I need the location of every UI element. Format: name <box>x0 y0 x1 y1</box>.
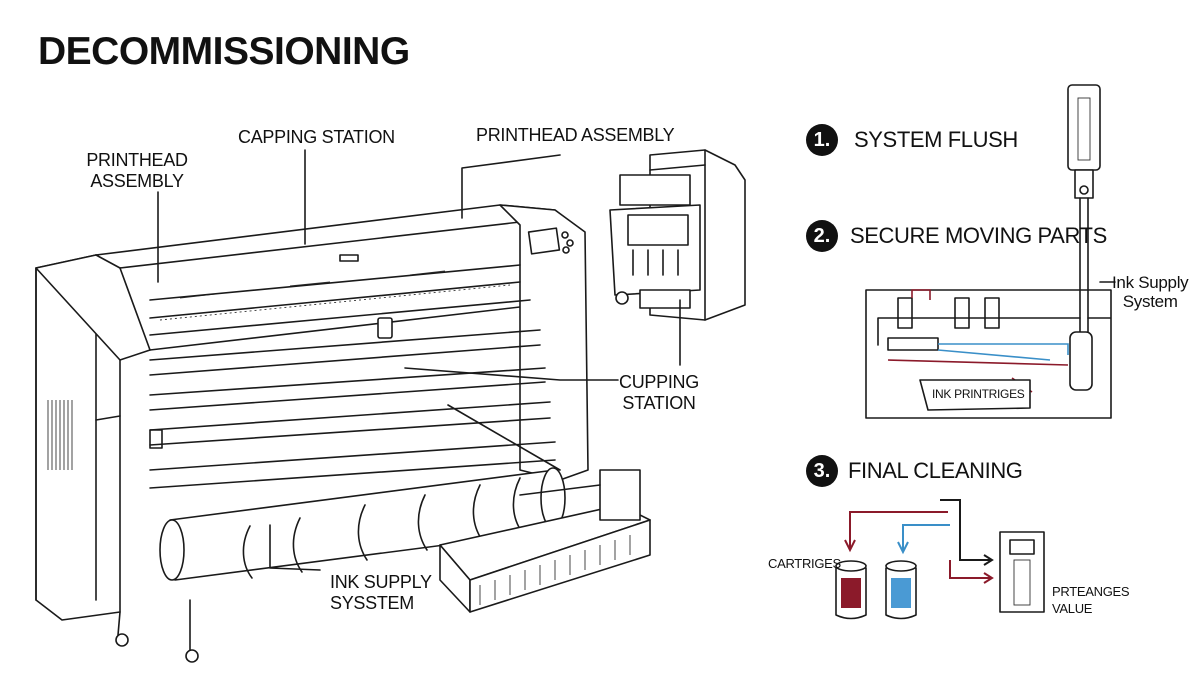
step-1-system-flush: 1. SYSTEM FLUSH <box>806 124 1018 156</box>
cartridges-label: CARTRIGES <box>768 556 841 571</box>
ink-supply-system-line2: SYSSTEM <box>330 593 414 613</box>
step-3-text: FINAL CLEANING <box>848 458 1023 483</box>
printhead-assembly-left-line1: PRINTHEAD <box>86 150 188 170</box>
cupping-station-label: CUPPING STATION <box>618 372 700 414</box>
cupping-station-line1: CUPPING <box>619 372 699 392</box>
step-2-secure-moving-parts: 2. SECURE MOVING PARTS <box>806 220 1107 252</box>
step-3-final-cleaning: 3. FINAL CLEANING <box>806 455 1023 487</box>
printhead-assembly-left-label: PRINTHEAD ASSEMBLY <box>72 150 202 192</box>
step-2-number: 2. <box>806 220 838 252</box>
ink-supply-small-line1: Ink Supply <box>1112 273 1189 292</box>
value-label-line1: PRTEANGES <box>1052 584 1130 599</box>
ink-supply-system-line1: INK SUPPLY <box>330 572 432 592</box>
value-label-line2: VALUE <box>1052 601 1093 616</box>
ink-supply-system-label: INK SUPPLY SYSSTEM <box>330 572 432 614</box>
page-title: DECOMMISSIONING <box>38 30 410 73</box>
cupping-station-line2: STATION <box>622 393 696 413</box>
ink-cartridges-box-label: INK PRINTRIGES <box>932 387 1025 401</box>
step-3-number: 3. <box>806 455 838 487</box>
value-label: PRTEANGES VALUE <box>1052 583 1130 617</box>
printhead-assembly-left-line2: ASSEMBLY <box>90 171 184 191</box>
step-1-text: SYSTEM FLUSH <box>854 127 1018 152</box>
ink-supply-small-line2: System <box>1122 292 1178 311</box>
printhead-assembly-top-label: PRINTHEAD ASSEMBLY <box>476 125 675 145</box>
step-1-number: 1. <box>806 124 838 156</box>
step-2-text: SECURE MOVING PARTS <box>850 223 1107 248</box>
capping-station-top-label: CAPPING STATION <box>238 127 395 147</box>
ink-supply-system-small-label: Ink Supply System <box>1112 273 1189 311</box>
